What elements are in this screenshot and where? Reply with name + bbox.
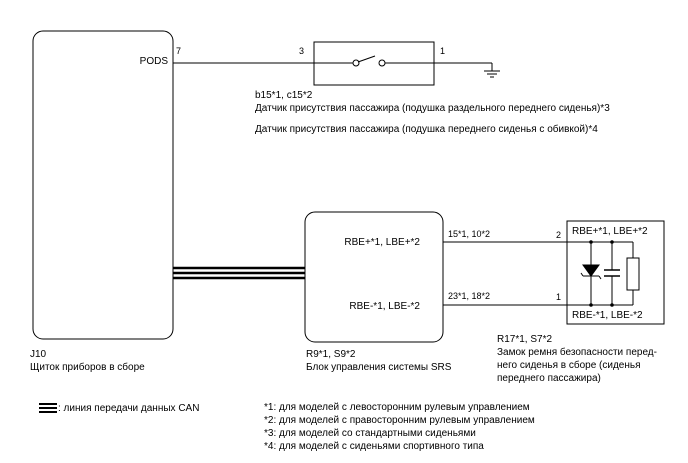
sensor-pin-left: 3 <box>299 46 304 56</box>
srs-ecu-box <box>304 211 444 343</box>
note-4: *4: для моделей с сиденьями спортивного … <box>264 441 484 452</box>
sensor-codes: b15*1, c15*2 <box>255 90 313 101</box>
buckle-code: R17*1, S7*2 <box>497 334 552 345</box>
can-legend-label: : линия передачи данных CAN <box>58 403 199 414</box>
can-legend-icon <box>39 403 57 413</box>
buckle-box <box>566 220 665 325</box>
wire-plus-label: 15*1, 10*2 <box>448 229 490 239</box>
wire-minus-label: 23*1, 18*2 <box>448 291 490 301</box>
zener-diode-icon <box>580 242 602 305</box>
srs-name: Блок управления системы SRS <box>306 362 452 373</box>
pods-pin-number: 7 <box>176 46 181 56</box>
note-3: *3: для моделей со стандартными сиденьям… <box>264 428 476 439</box>
pods-pin-label: PODS <box>140 56 169 67</box>
ecu-code: J10 <box>30 349 47 360</box>
buckle-internal-circuit <box>567 240 633 307</box>
ecu-name: Щиток приборов в сборе <box>30 361 145 373</box>
sensor-description-1: Датчик присутствия пассажира (подушка ра… <box>255 103 610 114</box>
sensor-switch-icon <box>314 55 434 67</box>
buckle-pin-top: 2 <box>556 230 561 240</box>
buckle-name-line3: переднего пассажира) <box>497 373 601 384</box>
srs-pin-top-label: RBE+*1, LBE+*2 <box>344 237 420 248</box>
note-1: *1: для моделей с левосторонним рулевым … <box>264 402 530 413</box>
can-bus-lines <box>173 266 305 280</box>
resistor-icon <box>626 242 640 305</box>
sensor-pin-right: 1 <box>440 46 445 56</box>
buckle-name-line1: Замок ремня безопасности перед- <box>497 346 657 358</box>
buckle-label-top: RBE+*1, LBE+*2 <box>572 226 648 237</box>
combination-meter-box <box>32 30 174 340</box>
buckle-name-line2: него сиденья в сборе (сиденья <box>497 359 641 371</box>
srs-code: R9*1, S9*2 <box>306 349 356 360</box>
ground-icon <box>484 63 500 78</box>
capacitor-icon <box>604 242 620 305</box>
buckle-label-bottom: RBE-*1, LBE-*2 <box>572 310 643 321</box>
srs-pin-bottom-label: RBE-*1, LBE-*2 <box>349 301 420 312</box>
buckle-pin-bottom: 1 <box>556 292 561 302</box>
note-2: *2: для моделей с правосторонним рулевым… <box>264 415 535 426</box>
sensor-description-2: Датчик присутствия пассажира (подушка пе… <box>255 123 598 135</box>
